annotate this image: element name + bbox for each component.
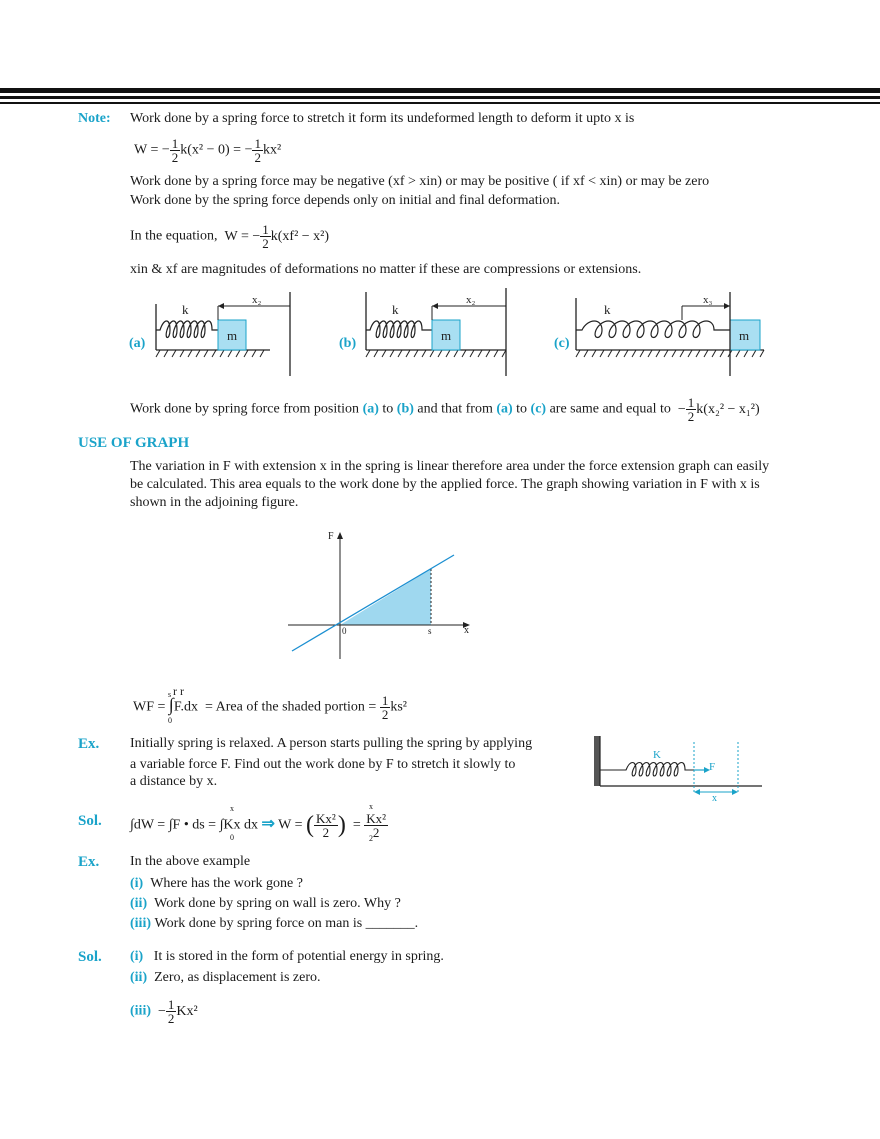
figure-tag-b: (b): [339, 336, 357, 351]
figure-tag-a: (a): [129, 336, 146, 351]
example-1-k-label: K: [653, 749, 661, 761]
spring-figures: m k x₂ m k x₂: [155, 288, 765, 376]
figure-tag-c: (c): [554, 336, 570, 351]
graph-f-label: F: [328, 531, 334, 542]
header-rule-mid: [0, 96, 880, 99]
note-line-2: Work done by a spring force may be negat…: [130, 174, 710, 189]
note-line-5: xin & xf are magnitudes of deformations …: [130, 262, 642, 277]
spring-constant-label-c: k: [604, 302, 611, 317]
mass-label-c: m: [739, 328, 749, 343]
mass-label-a: m: [227, 328, 237, 343]
force-line: [291, 554, 455, 652]
graph-origin-label: 0: [342, 626, 347, 636]
example-2-item-2: (ii) Work done by spring on wall is zero…: [130, 896, 401, 911]
spring-constant-label-b: k: [392, 302, 399, 317]
note-label: Note:: [78, 111, 111, 126]
header-rule-thin: [0, 102, 880, 104]
spring-figure-a: m k x₂: [155, 292, 291, 376]
example-1-figure: K F x: [594, 736, 762, 802]
graph-x-label: x: [464, 625, 469, 636]
solution-2-item-1: (i) It is stored in the form of potentia…: [130, 949, 444, 964]
note-line-3: Work done by the spring force depends on…: [130, 193, 561, 208]
section-heading-graph: USE OF GRAPH: [78, 435, 190, 451]
graph-paragraph: The variation in F with extension x in t…: [130, 459, 770, 510]
spring-constant-label-a: k: [182, 302, 189, 317]
solution-2-label: Sol.: [78, 949, 102, 965]
example-1-f-label: F: [709, 761, 715, 773]
example-2-item-3: (iii) Work done by spring force on man i…: [130, 916, 419, 931]
work-integral-equation: s r r 0 WF = ∫F.dx = Area of the shaded …: [133, 684, 407, 725]
solution-2-item-2: (ii) Zero, as displacement is zero.: [130, 970, 321, 985]
example-2-intro: In the above example: [130, 854, 251, 869]
solution-1-equation: x 0 x 2 ∫dW = ∫F • ds = ∫Kx dx ⇒ W = (Kx…: [130, 802, 389, 843]
example-1-x-label: x: [712, 793, 717, 802]
force-extension-graph: F x 0 s: [288, 531, 470, 659]
mass-label-b: m: [441, 328, 451, 343]
spring-figure-c: m k x₃: [575, 292, 765, 376]
header-rule-thick: [0, 88, 880, 93]
example-2-label: Ex.: [78, 854, 100, 870]
spring-figure-b: m k x₂: [365, 288, 507, 376]
graph-s-label: s: [428, 626, 432, 636]
example-1-line-3: a distance by x.: [130, 774, 218, 789]
shaded-area: [340, 569, 431, 625]
solution-1-label: Sol.: [78, 813, 102, 829]
example-1-label: Ex.: [78, 736, 100, 752]
displacement-label-c: x₃: [703, 294, 713, 306]
example-1-line-1: Initially spring is relaxed. A person st…: [130, 736, 533, 751]
displacement-label-a: x₂: [252, 294, 262, 306]
example-1-line-2: a variable force F. Find out the work do…: [130, 757, 516, 772]
displacement-label-b: x₂: [466, 294, 476, 306]
example-2-item-1: (i) Where has the work gone ?: [130, 876, 303, 891]
note-line-1: Work done by a spring force to stretch i…: [130, 111, 635, 126]
work-done-line: Work done by spring force from position …: [130, 395, 760, 424]
